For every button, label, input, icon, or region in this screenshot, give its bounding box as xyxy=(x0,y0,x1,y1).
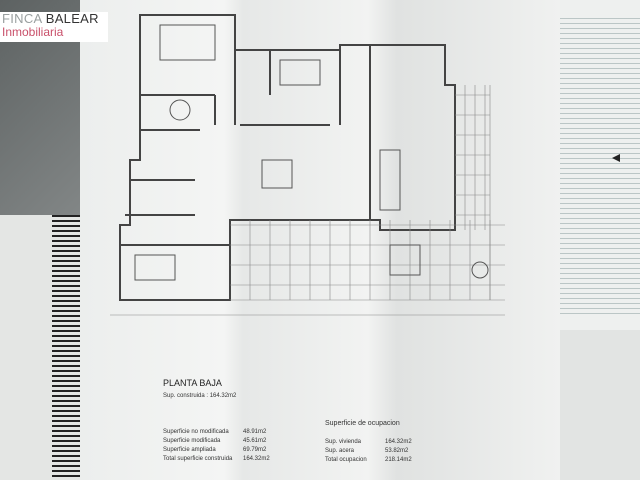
logo: FINCA BALEAR Inmobiliaria xyxy=(0,12,108,42)
adjacent-sheet-lower xyxy=(560,330,640,480)
area-row: Superficie ampliada xyxy=(163,447,216,453)
area-row: Total superficie construida xyxy=(163,456,233,462)
occupancy-value: 218.14m2 xyxy=(385,457,412,463)
plan-subtitle: Sup. construida : 164.32m2 xyxy=(163,393,237,399)
notebook-spiral xyxy=(52,215,80,480)
area-value: 48.91m2 xyxy=(243,429,267,435)
area-value: 45.61m2 xyxy=(243,438,267,444)
arrow-mark xyxy=(612,154,620,162)
occupancy-label: Sup. acera xyxy=(325,448,355,454)
occupancy-value: 53.82m2 xyxy=(385,448,409,454)
occupancy-label: Sup. vivienda xyxy=(325,439,362,445)
occupancy-title: Superficie de ocupacion xyxy=(325,420,400,427)
occupancy-label: Total ocupacion xyxy=(325,457,367,463)
area-value: 164.32m2 xyxy=(243,456,270,462)
occupancy-value: 164.32m2 xyxy=(385,439,412,445)
area-value: 69.79m2 xyxy=(243,447,267,453)
plan-title: PLANTA BAJA xyxy=(163,378,222,388)
area-row: Superficie no modificada xyxy=(163,429,229,435)
elevation-hatching xyxy=(548,18,640,318)
area-row: Superficie modificada xyxy=(163,438,221,444)
